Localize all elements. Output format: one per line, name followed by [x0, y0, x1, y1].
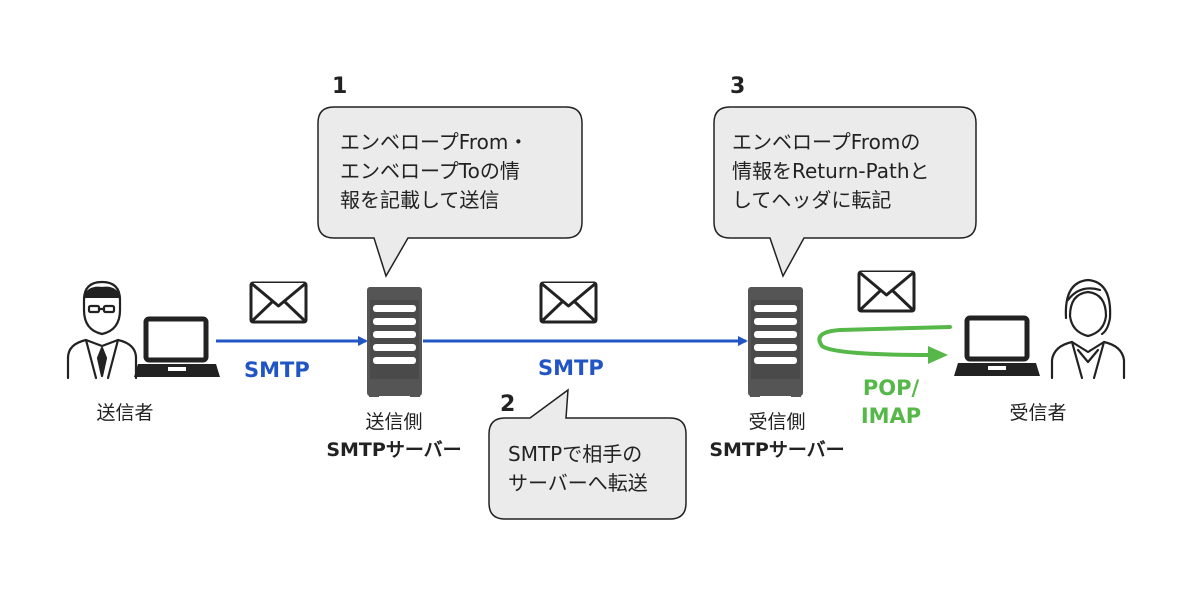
bubble-1-text: エンベロープFrom・ エンベロープToの情 報を記載して送信	[340, 128, 528, 215]
recipient-laptop-icon	[954, 315, 1040, 376]
bubble-3-line-3: してヘッダに転記	[732, 188, 892, 212]
mail-envelope-icon-1	[249, 281, 308, 324]
bubble-1-line-2: エンベロープToの情	[340, 159, 520, 183]
bubble-3-line-2: 情報をReturn-Pathと	[732, 159, 930, 183]
bubble-2-line-2: サーバーへ転送	[508, 471, 648, 495]
sending-server-label-line-2: SMTPサーバー	[326, 439, 462, 461]
bubble-3-line-1: エンベロープFromの	[732, 130, 921, 154]
sending-server-label-line-1: 送信側	[365, 411, 423, 433]
step-number-1: 1	[332, 74, 348, 99]
receiving-server-label-line-2: SMTPサーバー	[709, 439, 845, 461]
bubble-1-line-1: エンベロープFrom・	[340, 130, 529, 154]
sending-server-icon	[367, 287, 422, 397]
pop-imap-line-2: IMAP	[860, 404, 922, 428]
step-number-3: 3	[730, 74, 746, 99]
sender-laptop-icon	[134, 316, 220, 377]
speech-bubble-1	[317, 106, 583, 278]
bubble-3-text: エンベロープFromの 情報をReturn-Pathと してヘッダに転記	[732, 128, 930, 215]
mail-envelope-icon-2	[539, 281, 598, 324]
bubble-2-line-1: SMTPで相手の	[508, 442, 643, 466]
sender-person-icon	[66, 280, 138, 380]
smtp-label-2: SMTP	[538, 356, 604, 380]
sending-server-label: 送信側 SMTPサーバー	[314, 408, 474, 464]
pop-imap-arrow	[817, 325, 952, 364]
smtp-label-1: SMTP	[244, 358, 310, 382]
bubble-1-line-3: 報を記載して送信	[340, 188, 500, 212]
receiving-server-label: 受信側 SMTPサーバー	[697, 408, 857, 464]
speech-bubble-2	[488, 388, 687, 520]
step-number-2: 2	[500, 392, 516, 417]
receiving-server-icon	[748, 287, 803, 397]
pop-imap-label: POP/ IMAP	[856, 374, 926, 430]
receiving-server-label-line-1: 受信側	[748, 411, 806, 433]
mail-envelope-icon-3	[857, 270, 916, 313]
speech-bubble-3	[713, 106, 977, 278]
pop-imap-line-1: POP/	[862, 376, 920, 400]
recipient-label: 受信者	[1009, 402, 1067, 424]
recipient-person-icon	[1050, 278, 1126, 380]
sender-label: 送信者	[96, 402, 154, 424]
bubble-2-text: SMTPで相手の サーバーへ転送	[508, 440, 648, 498]
